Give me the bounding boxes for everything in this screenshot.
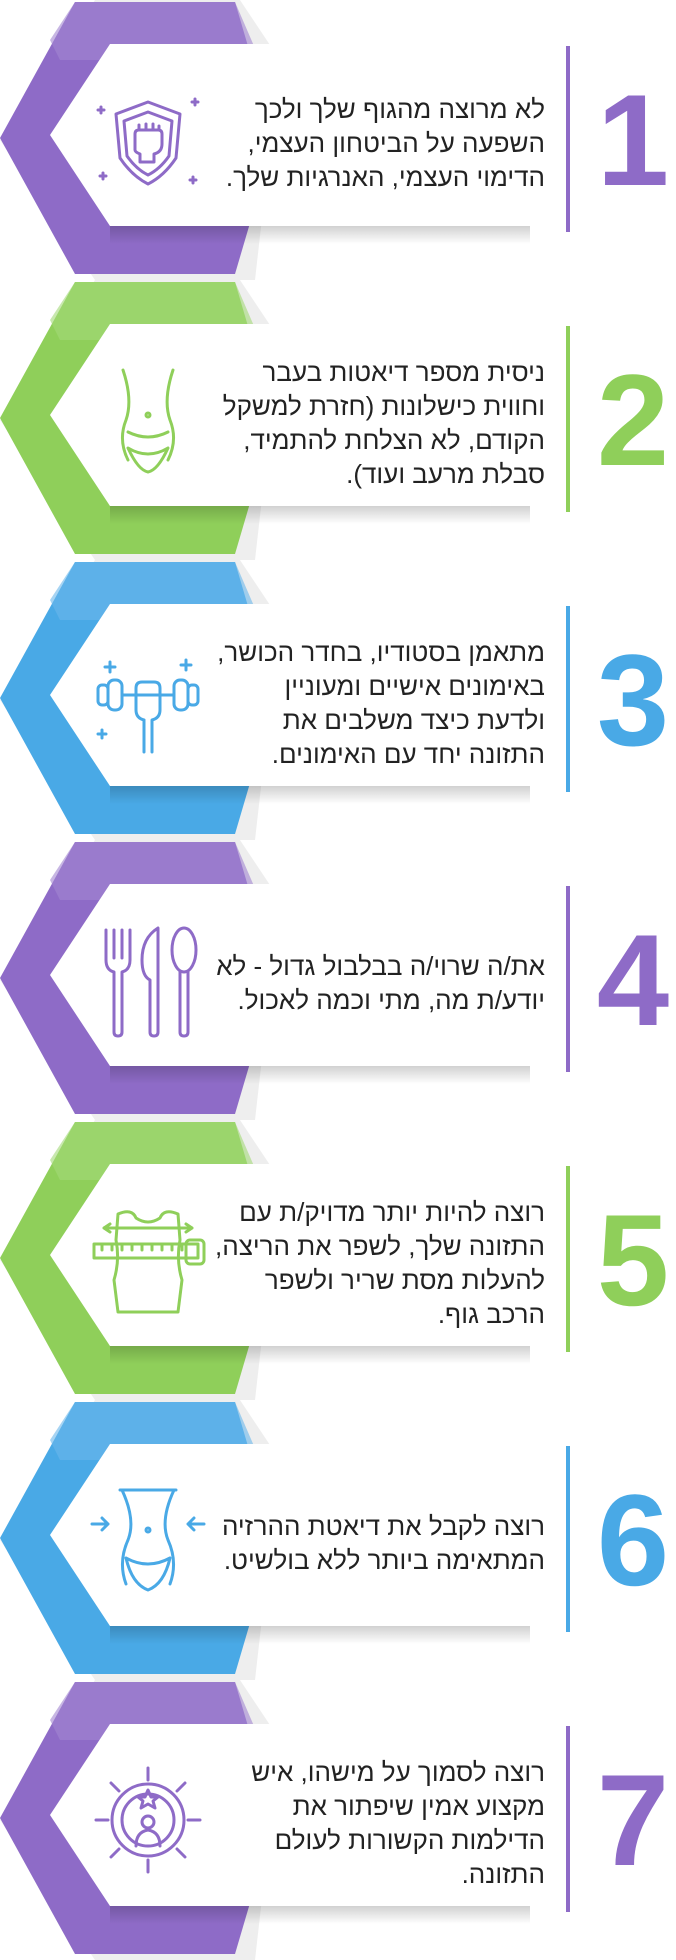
item-description: רוצה לסמוך על מישהו, איש מקצוע אמין שיפת… xyxy=(251,1757,545,1889)
list-item: ניסית מספר דיאטות בעבר וחווית כישלונות (… xyxy=(0,280,676,560)
hexagon-frame xyxy=(0,840,570,1120)
hexagon-frame xyxy=(0,560,570,840)
dumbbell-hand-icon xyxy=(96,658,200,754)
step-number: 1 xyxy=(596,67,670,213)
step-number: 3 xyxy=(596,627,670,773)
hexagon-frame xyxy=(0,0,570,280)
list-item: את/ה שרוי/ה בבלבול גדול - לא יודע/ת מה, … xyxy=(0,840,676,1120)
item-description: לא מרוצה מהגוף שלך ולכך השפעה על הביטחון… xyxy=(225,94,545,192)
item-description: רוצה להיות יותר מדויק/ת עם התזונה שלך, ל… xyxy=(215,1197,545,1329)
item-description: ניסית מספר דיאטות בעבר וחווית כישלונות (… xyxy=(222,357,545,489)
step-number: 2 xyxy=(596,347,670,493)
list-item: רוצה לקבל את דיאטת ההרזיה המתאימה ביותר … xyxy=(0,1400,676,1680)
hexagon-frame xyxy=(0,280,570,560)
cutlery-icon xyxy=(104,926,198,1038)
empowerment-fist-shield-icon xyxy=(96,97,200,186)
list-item: רוצה להיות יותר מדויק/ת עם התזונה שלך, ל… xyxy=(0,1120,676,1400)
hexagon-frame xyxy=(0,1120,570,1400)
expert-gear-icon xyxy=(94,1766,202,1874)
list-item: מתאמן בסטודיו, בחדר הכושר, באימונים אישי… xyxy=(0,560,676,840)
body-measure-tape-icon xyxy=(92,1210,206,1314)
step-number: 5 xyxy=(596,1187,670,1333)
item-description: את/ה שרוי/ה בבלבול גדול - לא יודע/ת מה, … xyxy=(216,951,545,1015)
hexagon-frame xyxy=(0,1680,570,1960)
list-item: לא מרוצה מהגוף שלך ולכך השפעה על הביטחון… xyxy=(0,0,676,280)
body-waist-icon xyxy=(121,368,175,474)
step-number: 7 xyxy=(596,1747,670,1893)
slim-waist-arrows-icon xyxy=(90,1488,206,1592)
step-number: 6 xyxy=(596,1467,670,1613)
step-number: 4 xyxy=(596,907,670,1053)
list-item: רוצה לסמוך על מישהו, איש מקצוע אמין שיפת… xyxy=(0,1680,676,1960)
item-description: מתאמן בסטודיו, בחדר הכושר, באימונים אישי… xyxy=(217,637,545,769)
item-description: רוצה לקבל את דיאטת ההרזיה המתאימה ביותר … xyxy=(221,1511,545,1575)
